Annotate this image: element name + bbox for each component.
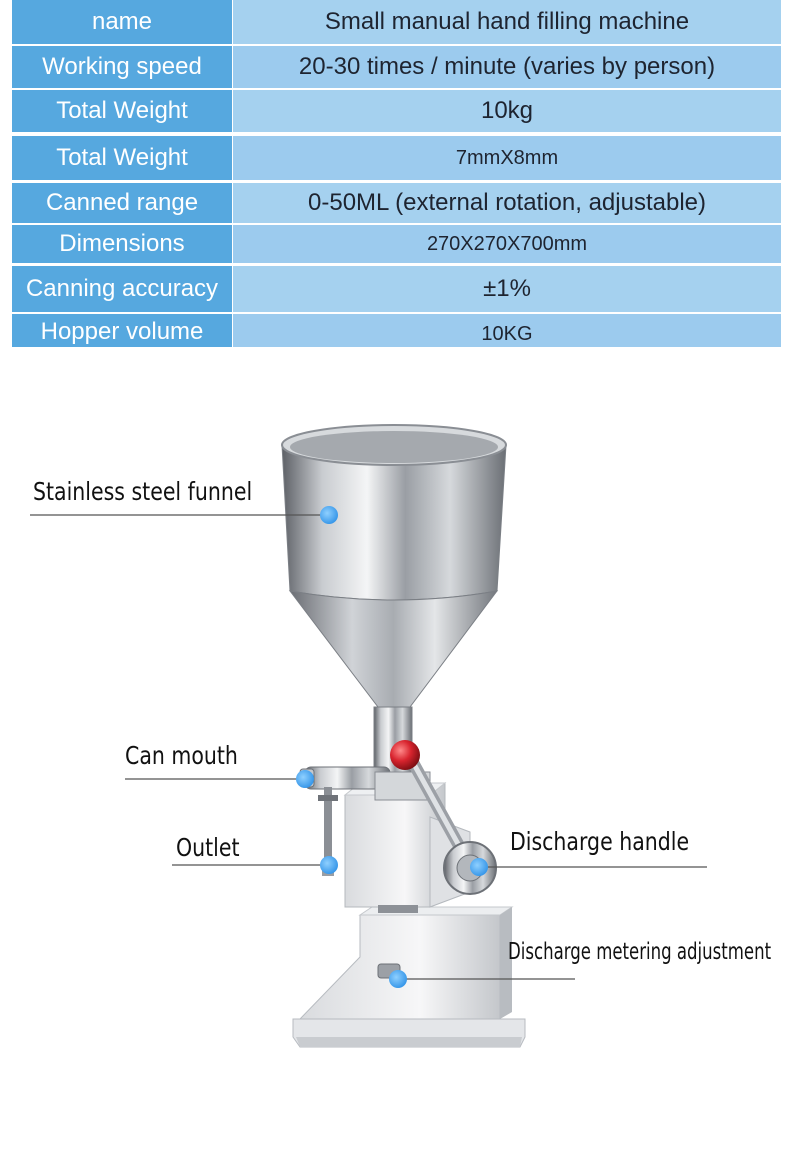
machine-stand — [298, 906, 514, 1020]
label-discharge-handle: Discharge handle — [510, 827, 690, 856]
spec-value: 20-30 times / minute (varies by person) — [233, 46, 781, 88]
funnel — [281, 424, 507, 778]
spec-row-working-speed: Working speed 20-30 times / minute (vari… — [0, 46, 797, 88]
spec-label: Canned range — [12, 183, 232, 223]
spec-row-hopper-volume: Hopper volume 10KG — [0, 314, 797, 347]
label-can-mouth: Can mouth — [125, 741, 238, 770]
spec-row-dimensions: Dimensions 270X270X700mm — [0, 225, 797, 263]
spec-table: name Small manual hand filling machine W… — [0, 0, 797, 347]
spec-label: Dimensions — [12, 225, 232, 263]
spec-value: 10KG — [233, 314, 781, 347]
red-knob[interactable] — [390, 740, 420, 770]
label-stainless-steel-funnel: Stainless steel funnel — [33, 477, 253, 506]
spec-value: 10kg — [233, 90, 781, 132]
marker-dot — [320, 506, 338, 524]
marker-dot — [296, 770, 314, 788]
machine-illustration: Stainless steel funnel Can mouth Outlet … — [0, 347, 797, 1147]
spec-value: 0-50ML (external rotation, adjustable) — [233, 183, 781, 223]
spec-row-total-weight: Total Weight 10kg — [0, 90, 797, 132]
spec-row-canning-accuracy: Canning accuracy ±1% — [0, 266, 797, 312]
machine-base — [292, 1018, 526, 1048]
filling-machine-graphic — [30, 424, 707, 1048]
spec-label: Working speed — [12, 46, 232, 88]
spec-value: ±1% — [233, 266, 781, 312]
spec-label: Hopper volume — [12, 314, 232, 347]
marker-dot — [389, 970, 407, 988]
spec-row-total-weight-2: Total Weight 7mmX8mm — [0, 136, 797, 180]
spec-label: name — [12, 0, 232, 44]
spec-value: Small manual hand filling machine — [233, 0, 781, 44]
spec-row-canned-range: Canned range 0-50ML (external rotation, … — [0, 183, 797, 223]
marker-dot — [470, 858, 488, 876]
label-outlet: Outlet — [176, 833, 240, 862]
spec-label: Total Weight — [12, 90, 232, 132]
spec-row-name: name Small manual hand filling machine — [0, 0, 797, 44]
spec-value: 270X270X700mm — [233, 225, 781, 263]
callout-markers — [296, 506, 488, 988]
machine-upper-body — [343, 781, 471, 913]
callout-lines — [30, 514, 707, 980]
label-discharge-metering-adjustment: Discharge metering adjustment — [508, 939, 772, 965]
marker-dot — [320, 856, 338, 874]
spec-label: Canning accuracy — [12, 266, 232, 312]
spec-label: Total Weight — [12, 136, 232, 180]
spec-value: 7mmX8mm — [233, 136, 781, 180]
